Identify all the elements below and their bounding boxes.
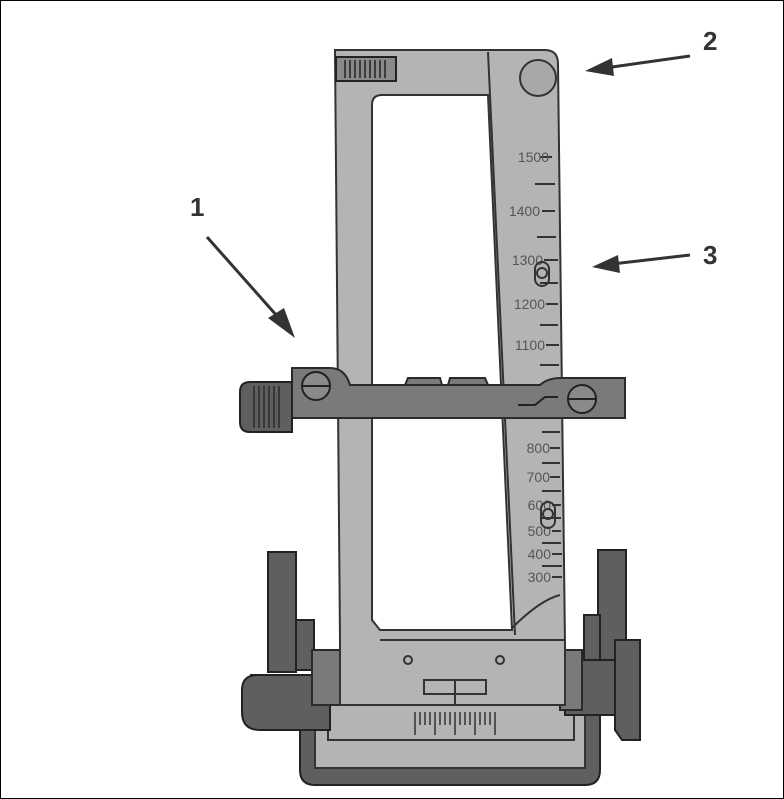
left-side-clamp[interactable] [241,551,345,731]
scale-label: 1100 [515,337,545,353]
scale-label: 600 [528,497,552,513]
callout-3: 3 [592,240,717,273]
svg-text:2: 2 [703,26,717,56]
scale-label: 1400 [509,203,540,219]
svg-text:1: 1 [190,192,204,222]
base-ruler [414,712,496,735]
grip-pattern [335,56,397,82]
base [299,704,601,786]
frame-window [371,94,514,631]
svg-text:3: 3 [703,240,717,270]
scale-label: 500 [528,523,552,539]
height-scale: 1500 1400 1300 1200 1100 800 700 600 500… [509,149,562,585]
scale-label: 1300 [512,252,543,268]
slot-upper [534,261,550,287]
scale-label: 300 [528,569,552,585]
adjustment-knob[interactable] [519,59,557,97]
scale-label: 800 [527,440,551,456]
slot-lower [540,501,556,529]
scale-label: 1200 [514,296,545,312]
scale-label: 400 [528,546,552,562]
scale-label: 1500 [518,149,549,165]
callout-2: 2 [585,26,717,76]
sliding-clamp-bar[interactable] [239,367,626,433]
thumb-screw[interactable] [239,381,293,433]
scale-label: 700 [527,469,551,485]
callout-1: 1 [190,192,295,338]
